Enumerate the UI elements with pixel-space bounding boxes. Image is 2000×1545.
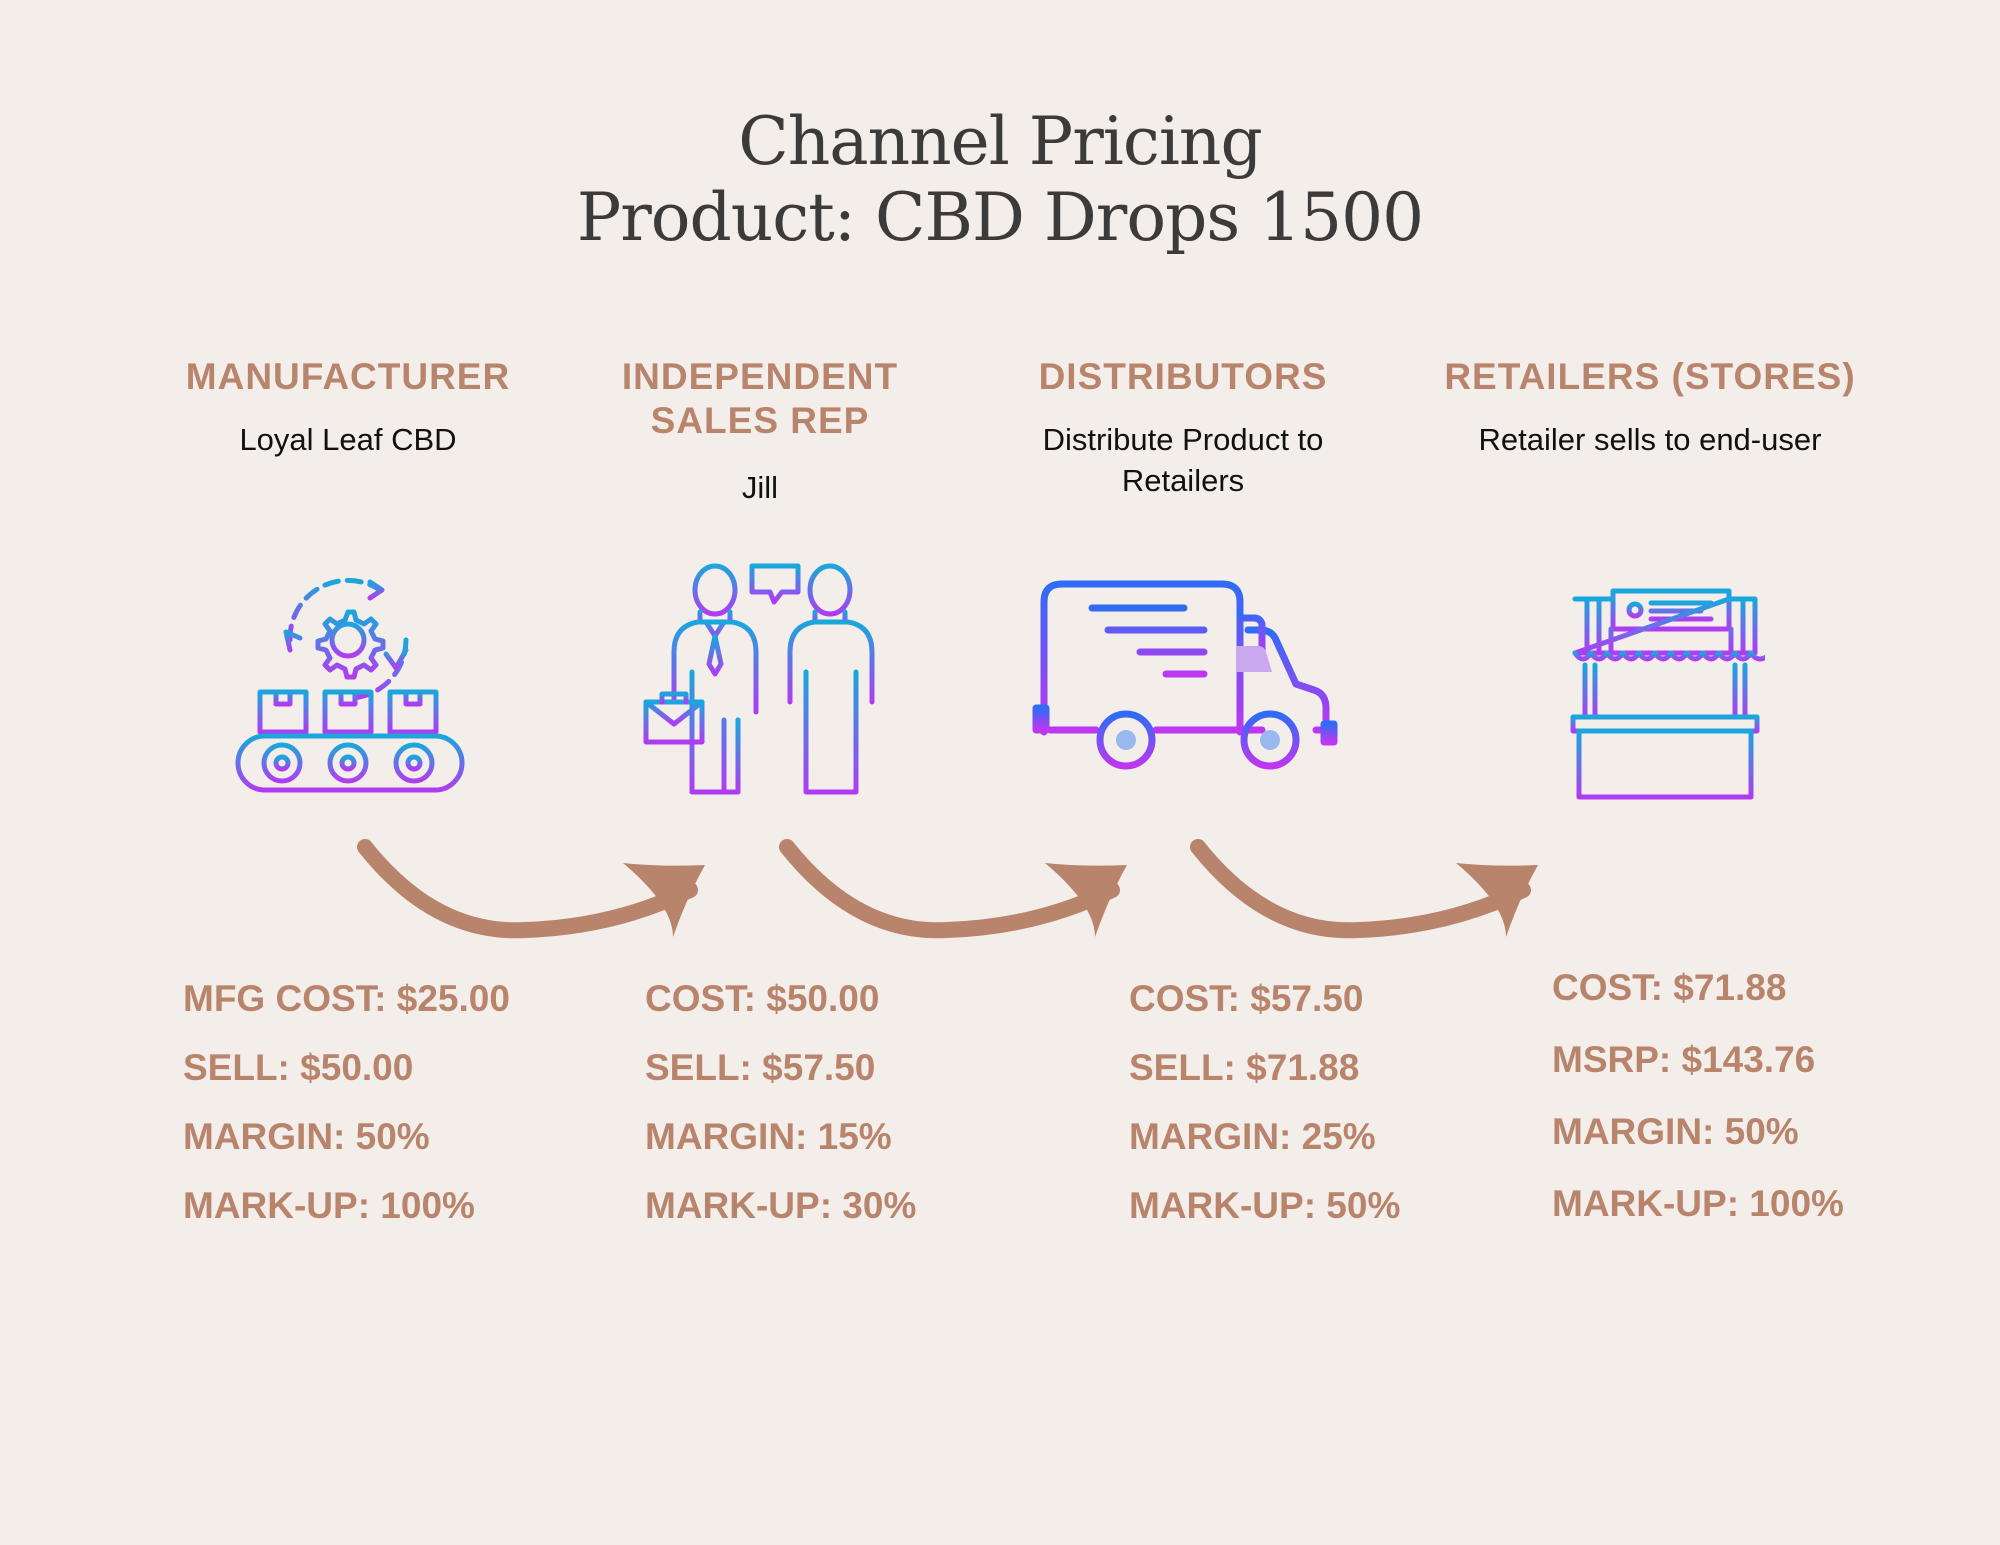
stage-description: Retailer sells to end-user bbox=[1478, 422, 1822, 457]
stat-sell: SELL: $71.88 bbox=[1129, 1047, 1360, 1088]
stat-margin: MARGIN: 25% bbox=[1129, 1116, 1376, 1157]
stage-name-line1: INDEPENDENT bbox=[621, 356, 899, 397]
stage-description: Loyal Leaf CBD bbox=[239, 422, 457, 457]
stat-markup: MARK-UP: 30% bbox=[645, 1185, 917, 1226]
stats-distributors: COST: $57.50 SELL: $71.88 MARGIN: 25% MA… bbox=[1129, 977, 1400, 1228]
stat-sell: SELL: $57.50 bbox=[645, 1047, 876, 1088]
stage-distributors: DISTRIBUTORS Distribute Product to Retai… bbox=[983, 355, 1383, 501]
page-title: Channel Pricing bbox=[738, 103, 1262, 180]
delivery-truck-icon bbox=[1032, 580, 1338, 770]
stat-markup: MARK-UP: 100% bbox=[1552, 1183, 1844, 1224]
stat-margin: MARGIN: 15% bbox=[645, 1116, 892, 1157]
stage-name: MANUFACTURER bbox=[185, 356, 511, 397]
stat-cost: COST: $57.50 bbox=[1129, 978, 1364, 1019]
stage-name-line2: SALES REP bbox=[650, 400, 870, 441]
curved-arrow-2 bbox=[779, 839, 1127, 939]
stage-retailers: RETAILERS (STORES) Retailer sells to end… bbox=[1400, 355, 1900, 460]
stage-name: RETAILERS (STORES) bbox=[1444, 356, 1856, 397]
page-subtitle: Product: CBD Drops 1500 bbox=[576, 179, 1424, 256]
curved-arrow-1 bbox=[357, 839, 705, 939]
stats-manufacturer: MFG COST: $25.00 SELL: $50.00 MARGIN: 50… bbox=[183, 977, 510, 1228]
stage-sales-rep: INDEPENDENT SALES REP Jill bbox=[560, 355, 960, 508]
stage-manufacturer: MANUFACTURER Loyal Leaf CBD bbox=[148, 355, 548, 460]
sales-rep-people-icon bbox=[643, 563, 875, 795]
stat-margin: MARGIN: 50% bbox=[1552, 1111, 1799, 1152]
stage-description-line2: Retailers bbox=[1121, 463, 1245, 498]
curved-arrow-3 bbox=[1190, 839, 1538, 939]
stat-cost: COST: $50.00 bbox=[645, 978, 880, 1019]
stage-name: DISTRIBUTORS bbox=[1038, 356, 1328, 397]
stat-markup: MARK-UP: 100% bbox=[183, 1185, 475, 1226]
stats-sales-rep: COST: $50.00 SELL: $57.50 MARGIN: 15% MA… bbox=[645, 977, 916, 1228]
factory-conveyor-icon bbox=[235, 577, 465, 793]
stage-description: Jill bbox=[741, 470, 779, 505]
stat-sell: SELL: $50.00 bbox=[183, 1047, 414, 1088]
stat-markup: MARK-UP: 50% bbox=[1129, 1185, 1401, 1226]
stat-msrp: MSRP: $143.76 bbox=[1552, 1039, 1816, 1080]
stat-cost: COST: $71.88 bbox=[1552, 967, 1787, 1008]
stage-description-line1: Distribute Product to bbox=[1042, 422, 1324, 457]
stats-retailers: COST: $71.88 MSRP: $143.76 MARGIN: 50% M… bbox=[1552, 966, 1844, 1226]
stat-cost: MFG COST: $25.00 bbox=[183, 978, 510, 1019]
stat-margin: MARGIN: 50% bbox=[183, 1116, 430, 1157]
market-stall-icon bbox=[1570, 588, 1765, 800]
